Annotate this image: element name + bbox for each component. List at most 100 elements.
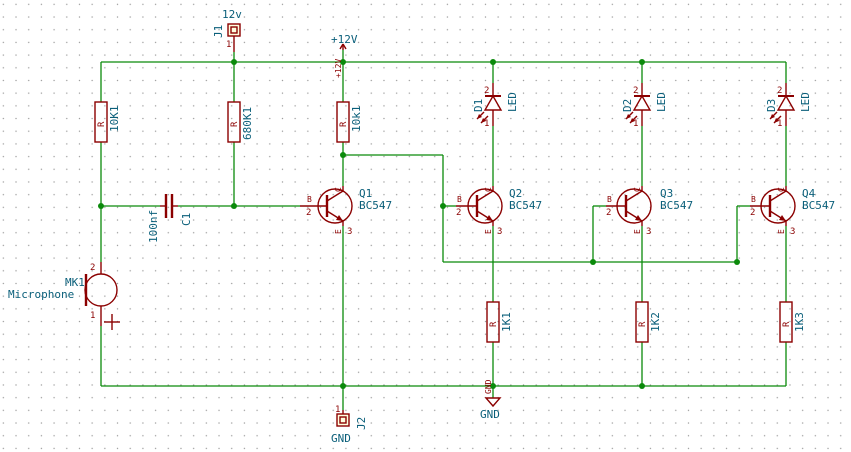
- pin-label: B: [307, 195, 312, 204]
- pin-label: B: [751, 195, 756, 204]
- pin-label: 3: [497, 227, 502, 237]
- transistor-ref: Q1: [359, 187, 372, 200]
- gnd-pin-label: GND: [484, 379, 493, 394]
- power-symbol-gnd: GND GND: [480, 379, 502, 421]
- net-label-12v: 12v: [222, 8, 242, 21]
- capacitor-ref: C1: [180, 213, 193, 226]
- pin-label: E: [484, 229, 493, 234]
- microphone-value: Microphone: [8, 288, 74, 301]
- junction: [340, 59, 346, 65]
- pin-label: R: [97, 121, 107, 127]
- pin-label: 1: [484, 119, 489, 129]
- led-value: LED: [799, 92, 812, 112]
- pin-label: 2: [750, 208, 755, 218]
- pin-number: 1: [335, 405, 340, 415]
- pin-number: 1: [226, 40, 231, 50]
- capacitor-value: 100nf: [147, 210, 160, 243]
- transistor-ref: Q3: [660, 187, 673, 200]
- resistor-r6[interactable]: R 1K3: [779, 301, 806, 343]
- pin-label: 1: [777, 119, 782, 129]
- led-d2[interactable]: 2 1 D2 LED: [621, 83, 668, 129]
- net-label-gnd: GND: [331, 432, 351, 445]
- pin-label: 2: [306, 208, 311, 218]
- pin-label: B: [457, 195, 462, 204]
- pin-number: 2: [90, 263, 95, 273]
- gnd-label: GND: [480, 408, 500, 421]
- junction: [231, 59, 237, 65]
- resistor-r3[interactable]: R 10k1: [336, 101, 363, 143]
- pin-label: 2: [633, 86, 638, 96]
- vcc-label: +12V: [331, 33, 358, 46]
- junction: [98, 203, 104, 209]
- pin-label: 3: [790, 227, 795, 237]
- resistor-value: 680K1: [241, 107, 254, 140]
- transistor-ref: Q4: [802, 187, 816, 200]
- pin-label: E: [777, 229, 786, 234]
- pin-label: B: [607, 195, 612, 204]
- resistor-value: 1K3: [793, 312, 806, 332]
- pin-number: 1: [90, 311, 95, 321]
- pin-label: 2: [777, 86, 782, 96]
- microphone-mk1[interactable]: 2 1 MK1 Microphone: [8, 262, 120, 330]
- pin-label: R: [782, 321, 792, 327]
- pin-label: R: [339, 121, 349, 127]
- junction: [440, 203, 446, 209]
- junction: [639, 59, 645, 65]
- pin-label: R: [230, 121, 240, 127]
- junction: [639, 383, 645, 389]
- capacitor-c1[interactable]: 100nf C1: [147, 194, 193, 243]
- pin-label: R: [489, 321, 499, 327]
- transistor-q3[interactable]: B 2 C E 3 Q3 BC547: [606, 186, 693, 237]
- junction: [490, 383, 496, 389]
- pin-label: E: [633, 229, 642, 234]
- pin-label: C: [484, 187, 493, 192]
- transistor-value: BC547: [802, 199, 835, 212]
- pin-label: E: [334, 229, 343, 234]
- transistor-q2[interactable]: B 2 C E 3 Q2 BC547: [456, 186, 542, 237]
- led-d1[interactable]: 2 1 D1 LED: [472, 83, 519, 129]
- junction: [340, 383, 346, 389]
- resistor-r1[interactable]: R 10K1: [94, 101, 121, 143]
- transistor-ref: Q2: [509, 187, 522, 200]
- junction: [231, 203, 237, 209]
- pin-label: 3: [347, 227, 352, 237]
- resistor-r4[interactable]: R 1K1: [486, 301, 513, 343]
- led-value: LED: [506, 92, 519, 112]
- led-value: LED: [655, 92, 668, 112]
- pin-label: C: [633, 187, 642, 192]
- resistor-value: 1K2: [649, 312, 662, 332]
- transistor-value: BC547: [509, 199, 542, 212]
- connector-j1[interactable]: 12v J1 1: [212, 8, 242, 52]
- pin-label: R: [638, 321, 648, 327]
- vcc-pin-label: +12V: [334, 59, 343, 78]
- pin-label: 2: [484, 86, 489, 96]
- pin-label: C: [777, 187, 786, 192]
- led-d3[interactable]: 2 1 D3 LED: [765, 83, 812, 129]
- connector-ref-j2: J2: [355, 417, 368, 430]
- transistor-q1[interactable]: B 2 C E 3 Q1 BC547: [300, 186, 392, 237]
- microphone-ref: MK1: [65, 276, 85, 289]
- junction: [734, 259, 740, 265]
- junction: [590, 259, 596, 265]
- transistor-value: BC547: [660, 199, 693, 212]
- connector-ref-j1: J1: [212, 25, 225, 38]
- pin-label: 3: [646, 227, 651, 237]
- junctions: [98, 59, 740, 389]
- resistor-value: 1K1: [500, 312, 513, 332]
- pin-label: 2: [456, 208, 461, 218]
- transistor-q4[interactable]: B 2 C E 3 Q4 BC547: [750, 186, 835, 237]
- connector-j2[interactable]: 1 J2 GND: [331, 405, 368, 445]
- pin-label: 1: [633, 119, 638, 129]
- led-ref: D3: [765, 99, 778, 112]
- wires: [100, 50, 787, 410]
- pin-label: C: [334, 187, 343, 192]
- resistor-r2[interactable]: R 680K1: [227, 101, 254, 143]
- transistor-value: BC547: [359, 199, 392, 212]
- resistor-r5[interactable]: R 1K2: [635, 301, 662, 343]
- led-ref: D2: [621, 99, 634, 112]
- led-ref: D1: [472, 99, 485, 112]
- pin-label: 2: [606, 208, 611, 218]
- junction: [490, 59, 496, 65]
